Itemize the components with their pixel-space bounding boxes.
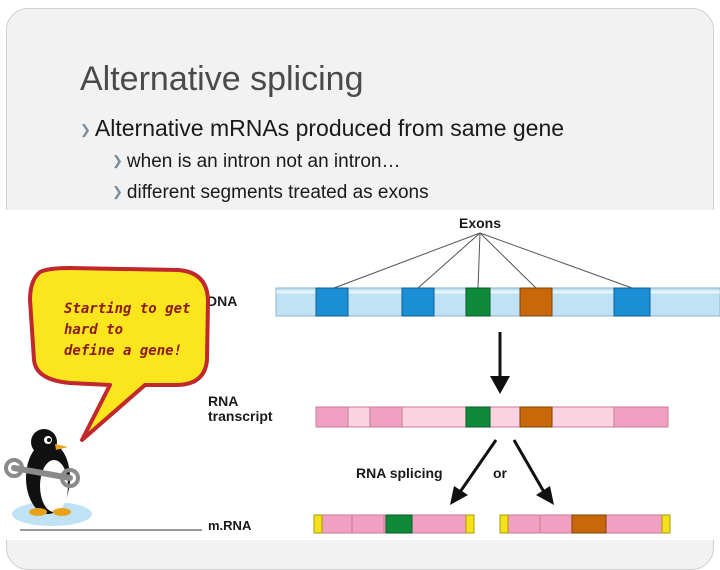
dna-exon-5 [613,287,651,317]
penguin-mascot-icon [4,429,92,526]
rna-transcript-label-2: transcript [208,408,273,424]
dna-label: DNA [207,293,237,309]
bullet-level2-a: ❯when is an intron not an intron… [112,151,400,173]
dna-exon-3 [465,287,491,317]
bubble-line-1: Starting to get [64,301,190,317]
slide-title: Alternative splicing [80,60,364,98]
splicing-arrows [450,439,554,505]
exons-label: Exons [459,215,501,231]
mrna-label: m.RNA [208,518,252,533]
dna-strip [275,287,720,317]
bullet-icon: ❯ [80,122,91,137]
dna-exon-1 [315,287,349,317]
bubble-line-3: define a gene! [64,343,182,359]
bullet-icon: ❯ [112,184,123,199]
mrna-variant-a [313,514,475,534]
bullet-text-2: when is an intron not an intron… [126,151,401,172]
speech-bubble: Starting to get hard to define a gene! [28,266,210,442]
dna-exon-2 [401,287,435,317]
bullet-level1: ❯Alternative mRNAs produced from same ge… [80,115,564,142]
bubble-line-2: hard to [64,322,123,338]
or-label: or [493,465,508,481]
wrench-icon [4,458,80,488]
dna-exon-4 [519,287,553,317]
rna-splicing-label: RNA splicing [356,465,443,481]
rna-transcript-strip [315,406,669,428]
bullet-level2-b: ❯different segments treated as exons [112,182,429,204]
bullet-text-3: different segments treated as exons [126,182,429,203]
mrna-variant-b [499,514,671,534]
transcription-arrow [490,332,510,394]
splicing-diagram: Exons DNA RNA transcript RNA splicing or [4,215,720,534]
rna-transcript-label-1: RNA [208,393,238,409]
bullet-text-1: Alternative mRNAs produced from same gen… [94,115,565,141]
bullet-icon: ❯ [112,153,123,168]
exon-pointer-lines [333,232,633,289]
